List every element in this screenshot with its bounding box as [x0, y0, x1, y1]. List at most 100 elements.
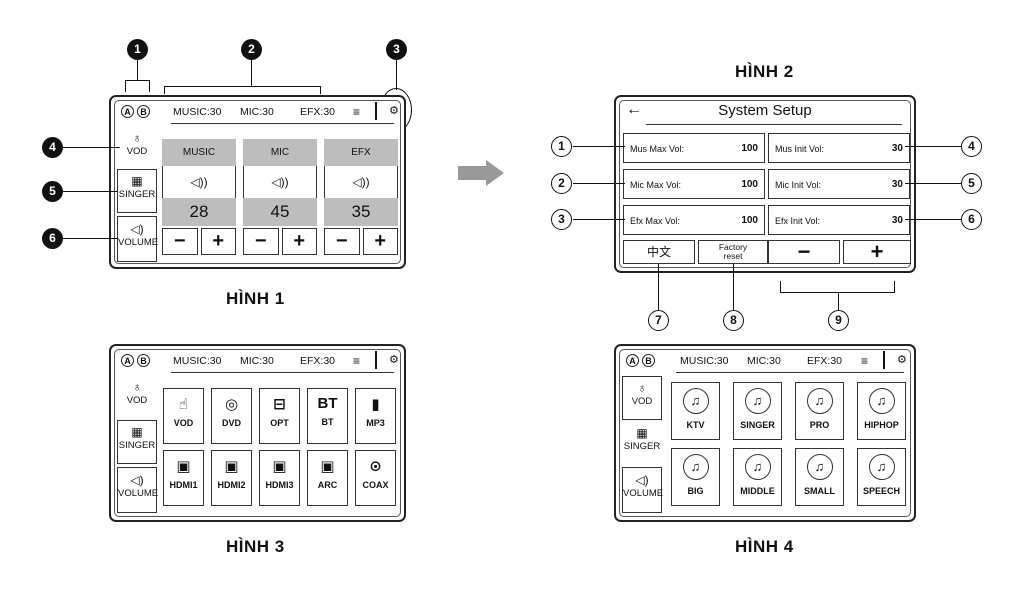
cell-label: Efx Init Vol: — [775, 216, 821, 226]
minus-button[interactable]: − — [768, 240, 840, 264]
leader-line — [658, 264, 659, 311]
plus-button[interactable]: + — [362, 228, 398, 255]
marker-8: 8 — [723, 310, 744, 331]
speaker-icon: ◁)) — [243, 166, 317, 198]
source-hdmi2-tile[interactable]: ▣HDMI2 — [211, 450, 252, 506]
top-rule — [171, 123, 394, 124]
marker-6: 6 — [961, 209, 982, 230]
leader-line — [894, 281, 895, 293]
menu-icon[interactable]: ≡ — [353, 105, 361, 119]
sidebar-item-volume[interactable]: ◁) VOLUME — [622, 467, 663, 513]
source-mp3-tile[interactable]: ▮MP3 — [355, 388, 396, 444]
plus-button[interactable]: + — [281, 228, 317, 255]
leader-line — [573, 183, 625, 184]
music-note-icon: ♫ — [868, 454, 895, 480]
marker-6: 6 — [42, 228, 63, 249]
mode-middle-tile[interactable]: ♫ MIDDLE — [733, 448, 782, 506]
factory-reset-button[interactable]: Factory reset — [698, 240, 768, 264]
mic-max-vol-cell[interactable]: Mic Max Vol: 100 — [623, 169, 765, 199]
efx-level-text: EFX:30 — [807, 355, 843, 367]
source-coax-tile[interactable]: ⊙COAX — [355, 450, 396, 506]
button-label: Factory — [718, 242, 748, 252]
mode-hiphop-tile[interactable]: ♫HIPHOP — [857, 382, 906, 440]
source-hdmi1-tile[interactable]: ▣HDMI1 — [163, 450, 204, 506]
leader-line — [164, 86, 320, 87]
tile-label: COAX — [362, 480, 389, 490]
sidebar-item-volume[interactable]: ◁) VOLUME — [117, 216, 158, 262]
minus-button[interactable]: − — [243, 228, 279, 255]
efx-max-vol-cell[interactable]: Efx Max Vol: 100 — [623, 205, 765, 235]
source-arc-tile[interactable]: ▣ARC — [307, 450, 348, 506]
efx-init-vol-cell[interactable]: Efx Init Vol: 30 — [768, 205, 910, 235]
sidebar-item-singer[interactable]: ▦ SINGER — [117, 420, 157, 464]
screen-frame — [114, 349, 401, 517]
sidebar-item-singer[interactable]: ▦ SINGER — [117, 169, 157, 213]
leader-line — [125, 80, 150, 81]
input-b-button[interactable]: B — [137, 354, 150, 367]
mode-speech-tile[interactable]: ♫SPEECH — [857, 448, 906, 506]
input-a-button[interactable]: A — [121, 105, 134, 118]
sidebar-item-vod[interactable]: ♁ VOD — [117, 131, 157, 167]
music-note-icon: ♫ — [744, 454, 771, 480]
optical-icon: ⊟ — [273, 396, 286, 413]
leader-line — [780, 281, 781, 293]
plus-button[interactable]: + — [200, 228, 236, 255]
minus-button[interactable]: − — [162, 228, 198, 255]
mode-big-tile[interactable]: ♫BIG — [671, 448, 720, 506]
hdmi-icon: ▣ — [272, 458, 287, 475]
mode-small-tile[interactable]: ♫SMALL — [795, 448, 844, 506]
sidebar-item-volume[interactable]: ◁) VOLUME — [117, 467, 158, 513]
marker-9: 9 — [828, 310, 849, 331]
input-b-button[interactable]: B — [137, 105, 150, 118]
source-vod-tile[interactable]: ☝VOD — [163, 388, 204, 444]
cell-value: 30 — [891, 179, 903, 190]
menu-icon[interactable]: ≡ — [353, 354, 361, 368]
menu-icon[interactable]: ≡ — [861, 354, 869, 368]
mic-init-vol-cell[interactable]: Mic Init Vol: 30 — [768, 169, 910, 199]
disc-icon: ◎ — [224, 396, 239, 413]
leader-line — [149, 80, 150, 92]
cell-value: 30 — [891, 143, 903, 154]
music-note-icon: ♫ — [806, 388, 833, 414]
mus-max-vol-cell[interactable]: Mus Max Vol: 100 — [623, 133, 765, 163]
input-a-button[interactable]: A — [121, 354, 134, 367]
input-b-button[interactable]: B — [642, 354, 655, 367]
mode-pro-tile[interactable]: ♫ PRO — [795, 382, 844, 440]
mode-singer-tile[interactable]: ♫SINGER — [733, 382, 782, 440]
tile-label: HDMI2 — [217, 480, 246, 490]
tile-label: MIDDLE — [740, 486, 775, 496]
cell-label: Mus Init Vol: — [775, 144, 825, 154]
mus-init-vol-cell[interactable]: Mus Init Vol: 30 — [768, 133, 910, 163]
sidebar-item-vod[interactable]: ♁ VOD — [622, 376, 662, 420]
plus-button[interactable]: + — [843, 240, 911, 264]
source-dvd-tile[interactable]: ◎DVD — [211, 388, 252, 444]
speaker-icon: ◁) — [635, 473, 649, 487]
leader-line — [164, 86, 165, 94]
channel-value: 45 — [243, 198, 317, 226]
source-opt-tile[interactable]: ⊟OPT — [259, 388, 300, 444]
language-button[interactable]: 中文 — [623, 240, 695, 264]
caption-fig1: HÌNH 1 — [226, 289, 285, 308]
minus-button[interactable]: − — [324, 228, 360, 255]
sidebar-item-singer[interactable]: ▦ SINGER — [622, 426, 662, 464]
source-hdmi3-tile[interactable]: ▣HDMI3 — [259, 450, 300, 506]
channel-mic: MIC ◁)) 45 − + — [243, 139, 317, 255]
tile-label: PRO — [809, 420, 830, 430]
caption-fig3: HÌNH 3 — [226, 537, 285, 556]
hdmi-icon: ▣ — [176, 458, 191, 475]
gear-icon[interactable]: ⚙ — [389, 354, 399, 366]
back-icon[interactable]: ← — [626, 101, 642, 118]
sidebar-item-vod[interactable]: ♁ VOD — [117, 380, 157, 418]
input-a-button[interactable]: A — [626, 354, 639, 367]
gear-icon[interactable]: ⚙ — [389, 105, 399, 117]
grid-icon: ▦ — [636, 426, 648, 440]
gear-icon[interactable]: ⚙ — [897, 354, 907, 366]
leader-line — [63, 238, 118, 239]
mode-ktv-tile[interactable]: ♫KTV — [671, 382, 720, 440]
divider — [375, 351, 377, 369]
